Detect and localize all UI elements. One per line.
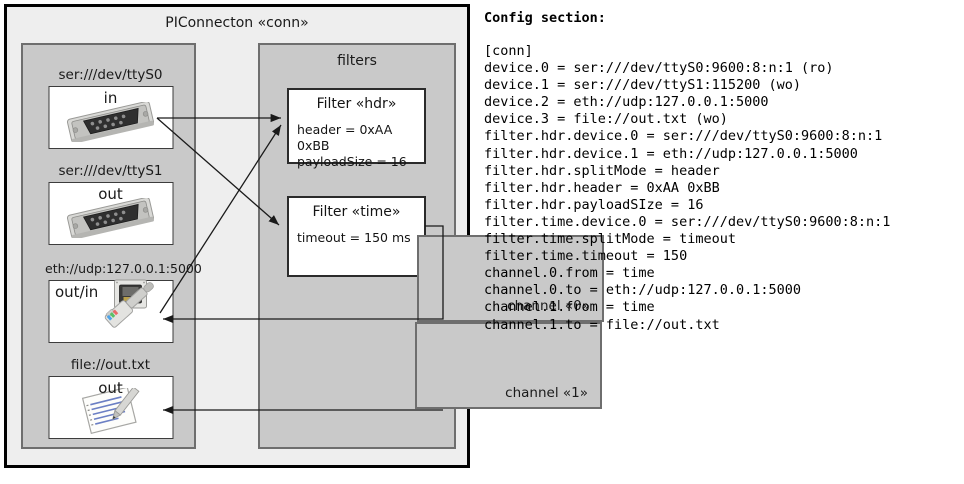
config-line: channel.0.from = time <box>484 265 655 282</box>
device-direction-label: out <box>98 379 123 397</box>
filter-properties: timeout = 150 ms <box>297 230 411 246</box>
text-file-pencil-icon <box>71 386 151 438</box>
filter-title: Filter «hdr» <box>316 96 397 112</box>
config-heading: Config section: <box>484 10 606 26</box>
channel-box-1[interactable]: channel «1» <box>415 322 602 409</box>
device-box[interactable]: in <box>48 86 173 149</box>
device-direction-label: out <box>98 185 123 203</box>
config-line: device.1 = ser:///dev/ttyS1:115200 (wo) <box>484 77 801 94</box>
filter-property: header = 0xAA 0xBB <box>297 122 393 153</box>
device-direction-label: in <box>103 89 118 107</box>
config-section: Config section: [conn]device.0 = ser:///… <box>482 6 960 476</box>
config-line: filter.hdr.header = 0xAA 0xBB <box>484 179 720 196</box>
device-caption: ser:///dev/ttyS1 <box>58 163 163 179</box>
piconnector-diagram: PIConnecton «conn» ser:///dev/ttyS0 in <box>4 4 604 468</box>
serial-db9-connector-icon <box>63 196 159 242</box>
filter-node-time[interactable]: Filter «time» timeout = 150 ms <box>287 196 426 277</box>
config-line: device.2 = eth://udp:127.0.0.1:5000 <box>484 94 769 111</box>
channel-label: channel «1» <box>505 385 588 401</box>
filter-property: timeout = 150 ms <box>297 230 411 245</box>
device-caption: eth://udp:127.0.0.1:5000 <box>45 261 202 276</box>
config-lines: [conn]device.0 = ser:///dev/ttyS0:9600:8… <box>484 43 960 334</box>
device-box[interactable]: out/in <box>48 279 173 343</box>
config-line: device.0 = ser:///dev/ttyS0:9600:8:n:1 (… <box>484 60 834 77</box>
device-box[interactable]: out <box>48 376 173 439</box>
filters-panel-title: filters <box>337 53 377 69</box>
device-box[interactable]: out <box>48 182 173 245</box>
config-line: channel.0.to = eth://udp:127.0.0.1:5000 <box>484 282 801 299</box>
filters-panel: filters Filter «hdr» header = 0xAA 0xBB … <box>258 43 604 449</box>
filter-title: Filter «time» <box>312 204 401 220</box>
config-line: filter.hdr.device.0 = ser:///dev/ttyS0:9… <box>484 128 883 145</box>
ethernet-rj45-icon <box>78 279 170 341</box>
filter-node-hdr[interactable]: Filter «hdr» header = 0xAA 0xBB payloadS… <box>287 88 426 169</box>
config-line: filter.hdr.payloadSIze = 16 <box>484 196 704 213</box>
config-line: device.3 = file://out.txt (wo) <box>484 111 728 128</box>
device-caption: file://out.txt <box>70 357 151 373</box>
serial-db9-connector-icon <box>63 100 159 146</box>
filter-property: payloadSize = 16 <box>297 154 407 169</box>
config-line: filter.time.timeout = 150 <box>484 248 688 265</box>
device-direction-label: out/in <box>55 283 99 301</box>
config-line: filter.time.splitMode = timeout <box>484 231 736 248</box>
config-line: channel.1.to = file://out.txt <box>484 316 720 333</box>
devices-panel: ser:///dev/ttyS0 in <box>21 43 202 449</box>
channel-label: channel «0» <box>507 298 590 314</box>
diagram-title: PIConnecton «conn» <box>165 15 309 31</box>
channel-box-0[interactable]: channel «0» channel «1» <box>415 235 604 409</box>
config-line: [conn] <box>484 43 533 59</box>
device-caption: ser:///dev/ttyS0 <box>58 67 163 83</box>
filter-properties: header = 0xAA 0xBB payloadSize = 16 <box>297 122 424 170</box>
config-line: filter.hdr.device.1 = eth://udp:127.0.0.… <box>484 145 858 162</box>
config-line: filter.time.device.0 = ser:///dev/ttyS0:… <box>484 213 891 230</box>
config-line: channel.1.from = time <box>484 299 655 316</box>
config-line: filter.hdr.splitMode = header <box>484 162 720 179</box>
